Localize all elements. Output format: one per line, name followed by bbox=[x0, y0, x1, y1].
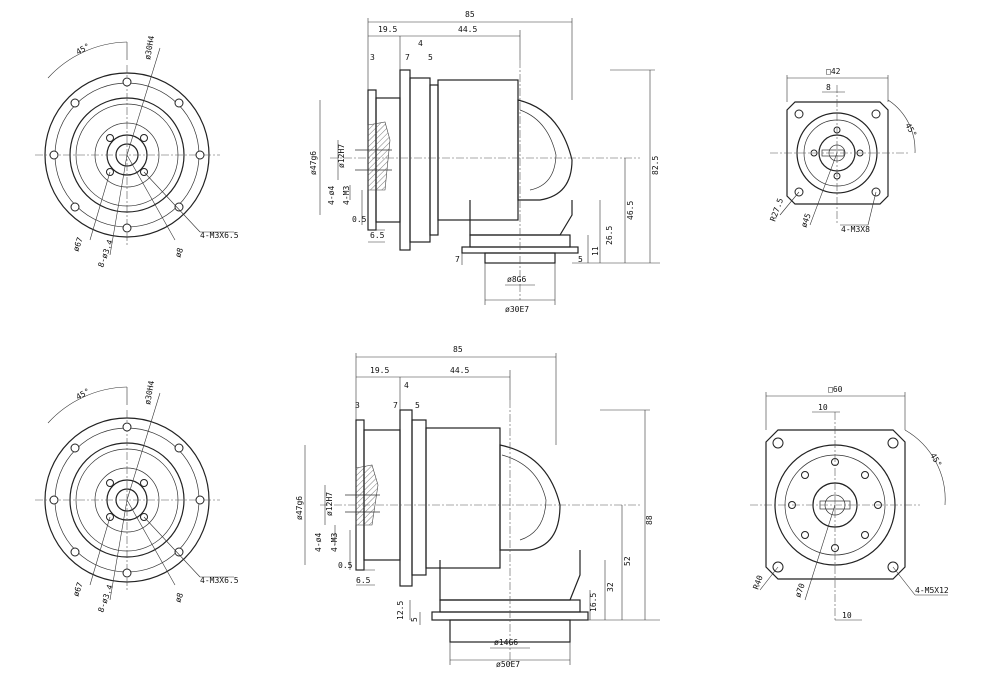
bottom-side-d6: 5 bbox=[415, 401, 420, 410]
top-end-screws: 4-M3X8 bbox=[841, 225, 870, 234]
top-end-view bbox=[770, 75, 916, 226]
top-front-flange-dia: ø67 bbox=[71, 236, 84, 253]
bottom-side-h3: 32 bbox=[606, 582, 615, 592]
bottom-front-bolt-dia: ø30H4 bbox=[143, 380, 156, 405]
top-side-shaft-dia: ø47g6 bbox=[309, 151, 318, 175]
bottom-front-screws: 4-M3X6.5 bbox=[200, 576, 239, 585]
top-front-pin: 8-ø3.4 bbox=[96, 238, 114, 268]
bottom-side-h2: 52 bbox=[623, 556, 632, 566]
top-side-d1: 19.5 bbox=[378, 25, 397, 34]
bottom-end-key: 10 bbox=[818, 403, 828, 412]
top-side-holes: 4-ø4 bbox=[327, 186, 336, 205]
bottom-front-angle: 45° bbox=[75, 387, 92, 402]
top-front-view bbox=[35, 41, 234, 256]
top-end-square: □42 bbox=[826, 67, 841, 76]
top-end-radius: R27.5 bbox=[768, 197, 785, 223]
top-side-height: 82.5 bbox=[651, 156, 660, 175]
bottom-side-h6: 5 bbox=[410, 617, 419, 622]
bottom-side-out-shaft: ø14G6 bbox=[494, 638, 518, 647]
top-side-h4: 11 bbox=[591, 246, 600, 256]
bottom-side-h5: 12.5 bbox=[396, 601, 405, 620]
top-side-d6: 5 bbox=[428, 53, 433, 62]
bottom-end-square: □60 bbox=[828, 385, 843, 394]
top-side-d5: 7 bbox=[405, 53, 410, 62]
top-side-h6: 7 bbox=[455, 255, 460, 264]
bottom-front-view bbox=[35, 386, 234, 601]
bottom-side-shaft-dia: ø47g6 bbox=[295, 496, 304, 520]
bottom-side-h4: 16.5 bbox=[589, 593, 598, 612]
bottom-side-d1: 19.5 bbox=[370, 366, 389, 375]
bottom-side-out-flange: ø50E7 bbox=[496, 660, 520, 669]
bottom-front-flange-dia: ø67 bbox=[71, 581, 84, 598]
bottom-end-pcd: ø70 bbox=[793, 582, 806, 599]
bottom-end-screws: 4-M5X12 bbox=[915, 586, 949, 595]
top-end-angle: 45° bbox=[903, 122, 918, 139]
bottom-side-view bbox=[304, 353, 660, 665]
top-front-bolt-circle: ø8 bbox=[173, 246, 185, 258]
bottom-front-bolt-circle: ø8 bbox=[173, 591, 185, 603]
top-front-angle: 45° bbox=[75, 42, 92, 57]
bottom-end-angle: 45° bbox=[928, 452, 943, 469]
bottom-side-overall: 85 bbox=[453, 345, 463, 354]
top-front-bolt-dia: ø30H4 bbox=[143, 35, 156, 60]
bottom-end-key2: 10 bbox=[842, 611, 852, 620]
bottom-side-holes: 4-ø4 bbox=[314, 533, 323, 552]
top-side-out-flange: ø30E7 bbox=[505, 305, 529, 314]
top-side-view bbox=[319, 18, 660, 305]
bottom-side-height: 88 bbox=[645, 515, 654, 525]
bottom-side-thread: 4-M3 bbox=[330, 533, 339, 552]
bottom-side-d4: 4 bbox=[404, 381, 409, 390]
top-end-pcd: ø45 bbox=[799, 212, 812, 229]
top-side-t2: 6.5 bbox=[370, 231, 385, 240]
top-front-screws: 4-M3X6.5 bbox=[200, 231, 239, 240]
top-side-out-shaft: ø8G6 bbox=[507, 275, 526, 284]
top-side-thread: 4-M3 bbox=[342, 186, 351, 205]
bottom-end-radius: R40 bbox=[751, 574, 764, 591]
top-side-d2: 44.5 bbox=[458, 25, 477, 34]
top-side-h5: 5 bbox=[578, 255, 583, 264]
bottom-end-view bbox=[750, 392, 948, 621]
top-end-key: 8 bbox=[826, 83, 831, 92]
top-side-h2: 46.5 bbox=[626, 201, 635, 220]
bottom-side-t1: 0.5 bbox=[338, 561, 353, 570]
top-side-d3: 3 bbox=[370, 53, 375, 62]
bottom-front-pin: 8-ø3.4 bbox=[96, 583, 114, 613]
bottom-side-t2: 6.5 bbox=[356, 576, 371, 585]
top-side-h3: 26.5 bbox=[605, 226, 614, 245]
top-side-overall: 85 bbox=[465, 10, 475, 19]
bottom-side-d5: 7 bbox=[393, 401, 398, 410]
top-side-d4: 4 bbox=[418, 39, 423, 48]
top-side-bore: ø12H7 bbox=[337, 144, 346, 168]
top-side-t1: 0.5 bbox=[352, 215, 367, 224]
bottom-side-bore: ø12H7 bbox=[325, 492, 334, 516]
bottom-side-d3: 3 bbox=[355, 401, 360, 410]
bottom-side-d2: 44.5 bbox=[450, 366, 469, 375]
